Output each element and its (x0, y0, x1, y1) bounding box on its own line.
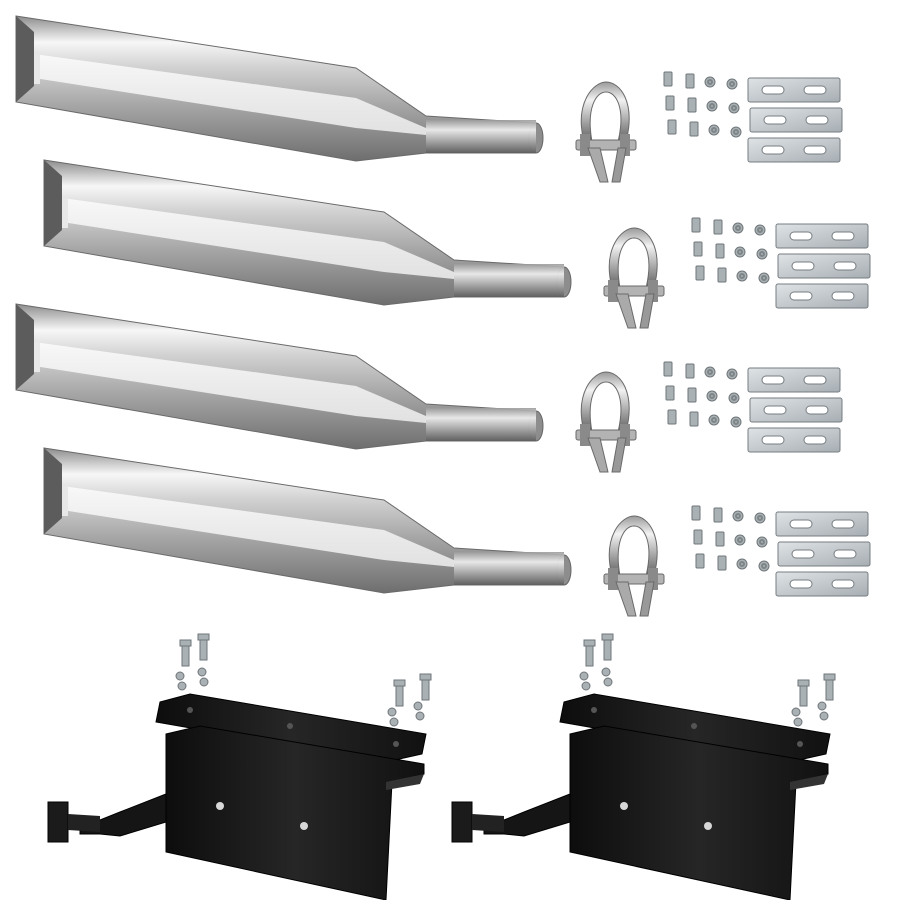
clamp-set-3 (575, 361, 843, 473)
exhaust-tip-2 (43, 159, 572, 306)
clamp-set-1 (575, 71, 843, 183)
clamp-set-2 (603, 217, 871, 329)
exhaust-tip-4 (43, 447, 572, 594)
mounting-bracket-1 (47, 633, 432, 900)
exhaust-tip-1 (15, 15, 544, 162)
exhaust-tip-3 (15, 303, 544, 450)
clamp-set-4 (603, 505, 871, 617)
mounting-bracket-2 (451, 633, 836, 900)
